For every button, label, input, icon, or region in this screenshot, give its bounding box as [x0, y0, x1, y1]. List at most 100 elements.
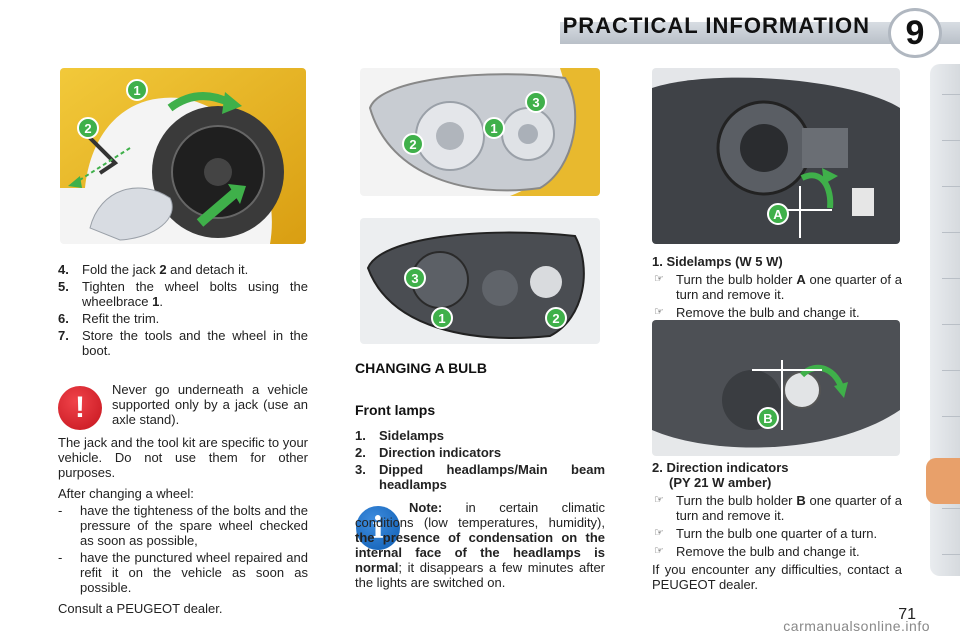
step-number: 7.: [58, 328, 69, 343]
item-text: Dipped headlamps/Main beam headlamps: [379, 462, 605, 492]
after-change-item: have the punctured wheel repaired and re…: [80, 550, 308, 595]
chapter-badge: 9: [888, 8, 942, 58]
callout-a: A: [773, 207, 783, 222]
header-title-area: [0, 14, 560, 50]
item-number: 2.: [355, 445, 366, 460]
indicators-section: 2. Direction indicators (PY 21 W amber) …: [652, 460, 902, 598]
step-number: 4.: [58, 262, 69, 277]
section-title: CHANGING A BULB: [355, 360, 487, 376]
after-change-item: have the tighteness of the bolts and the…: [80, 503, 308, 548]
tab-divider: [942, 508, 960, 509]
tab-divider: [942, 370, 960, 371]
list-item: ☞ Remove the bulb and change it.: [652, 544, 902, 559]
list-item: 2. Direction indicators: [355, 445, 605, 460]
list-item: 5. Tighten the wheel bolts using the whe…: [58, 279, 308, 309]
exclamation-icon: !: [58, 386, 102, 430]
pointer-icon: ☞: [654, 545, 664, 557]
step-ref: 2: [159, 262, 167, 277]
sidelamps-title: 1. Sidelamps (W 5 W): [652, 254, 783, 269]
list-item: ☞ Remove the bulb and change it.: [652, 305, 902, 320]
after-change-outro: Consult a PEUGEOT dealer.: [58, 601, 223, 616]
step-text: Turn the bulb one quarter of a turn.: [676, 526, 878, 541]
sidelamps-section: 1. Sidelamps (W 5 W) ☞ Turn the bulb hol…: [652, 254, 902, 323]
step-number: 5.: [58, 279, 69, 294]
tab-divider: [942, 140, 960, 141]
note-text: in certain climatic conditions (low temp…: [355, 500, 605, 530]
step-text: Fold the jack: [82, 262, 160, 277]
list-item: ☞ Turn the bulb holder B one quarter of …: [652, 493, 902, 523]
front-lamps-list: 1. Sidelamps 2. Direction indicators 3. …: [355, 428, 605, 494]
pointer-icon: ☞: [654, 527, 664, 539]
tab-divider: [942, 186, 960, 187]
pointer-icon: ☞: [654, 273, 664, 285]
tab-chapter-9-active[interactable]: [926, 458, 960, 504]
info-icon: i: [356, 506, 400, 550]
step-text: Remove the bulb and change it.: [676, 544, 860, 559]
step-text: Remove the bulb and change it.: [676, 305, 860, 320]
indicators-outro: If you encounter any difficulties, conta…: [652, 562, 902, 592]
callout-1: 1: [490, 121, 497, 136]
watermark: carmanualsonline.info: [783, 618, 930, 634]
list-item: 4. Fold the jack 2 and detach it.: [58, 262, 308, 277]
list-item: - have the tighteness of the bolts and t…: [58, 503, 308, 548]
pointer-icon: ☞: [654, 494, 664, 506]
list-item: ☞ Turn the bulb one quarter of a turn.: [652, 526, 902, 541]
sidelamp-photo: A: [652, 68, 900, 244]
item-number: 3.: [355, 462, 366, 477]
page-title: PRACTICAL INFORMATION: [562, 13, 870, 38]
list-item: 6. Refit the trim.: [58, 311, 308, 326]
tab-divider: [942, 324, 960, 325]
wheel-steps-list: 4. Fold the jack 2 and detach it. 5. Tig…: [58, 262, 308, 360]
step-text: Store the tools and the wheel in the boo…: [82, 328, 308, 358]
callout-2: 2: [84, 121, 91, 136]
indicators-title: 2. Direction indicators: [652, 460, 789, 475]
tab-divider: [942, 416, 960, 417]
callout-b: B: [763, 411, 772, 426]
callout-2: 2: [552, 311, 559, 326]
indicator-photo: B: [652, 320, 900, 456]
list-item: 7. Store the tools and the wheel in the …: [58, 328, 308, 358]
callout-3: 3: [532, 95, 539, 110]
step-ref: 1: [152, 294, 160, 309]
list-item: 3. Dipped headlamps/Main beam headlamps: [355, 462, 605, 492]
item-text: Sidelamps: [379, 428, 445, 443]
warning-text: Never go underneath a vehicle supported …: [112, 382, 308, 427]
step-ref: A: [796, 272, 806, 287]
headlamp-front-photo: 3 1 2: [360, 68, 600, 196]
note-label: Note:: [409, 500, 443, 515]
callout-3: 3: [411, 271, 418, 286]
condensation-note: Note: in certain climatic conditions (lo…: [355, 500, 605, 590]
step-ref: B: [796, 493, 806, 508]
step-text: Refit the trim.: [82, 311, 160, 326]
step-number: 6.: [58, 311, 69, 326]
tab-divider: [942, 94, 960, 95]
step-text: one quarter of a turn and remove it.: [676, 272, 902, 302]
list-item: 1. Sidelamps: [355, 428, 605, 443]
tab-divider: [942, 232, 960, 233]
step-text: .: [159, 294, 163, 309]
step-text: and detach it.: [166, 262, 249, 277]
item-number: 1.: [355, 428, 366, 443]
page-number: 71: [898, 606, 916, 623]
item-text: Direction indicators: [379, 445, 502, 460]
page-header: PRACTICAL INFORMATION 9: [0, 0, 960, 62]
pointer-icon: ☞: [654, 306, 664, 318]
jack-section: The jack and the tool kit are specific t…: [58, 435, 308, 622]
callout-1: 1: [438, 311, 445, 326]
headlamp-rear-photo: 3 1 2: [360, 218, 600, 344]
step-text: one quarter of a turn and remove it.: [676, 493, 902, 523]
indicators-subtitle: (PY 21 W amber): [669, 475, 772, 490]
callout-1: 1: [133, 83, 140, 98]
tab-divider: [942, 554, 960, 555]
note-text: ; it disappears a few minutes after the …: [355, 560, 605, 590]
step-text: Tighten the wheel bolts using the wheelb…: [82, 279, 308, 309]
step-text: Turn the bulb holder: [676, 272, 797, 287]
note-emphasis: the presence of condensation on the inte…: [355, 530, 605, 575]
step-text: Turn the bulb holder: [676, 493, 797, 508]
jack-note: The jack and the tool kit are specific t…: [58, 435, 309, 480]
list-item: - have the punctured wheel repaired and …: [58, 550, 308, 595]
section-subtitle: Front lamps: [355, 402, 436, 418]
list-item: ☞ Turn the bulb holder A one quarter of …: [652, 272, 902, 302]
tab-divider: [942, 278, 960, 279]
callout-2: 2: [409, 137, 416, 152]
